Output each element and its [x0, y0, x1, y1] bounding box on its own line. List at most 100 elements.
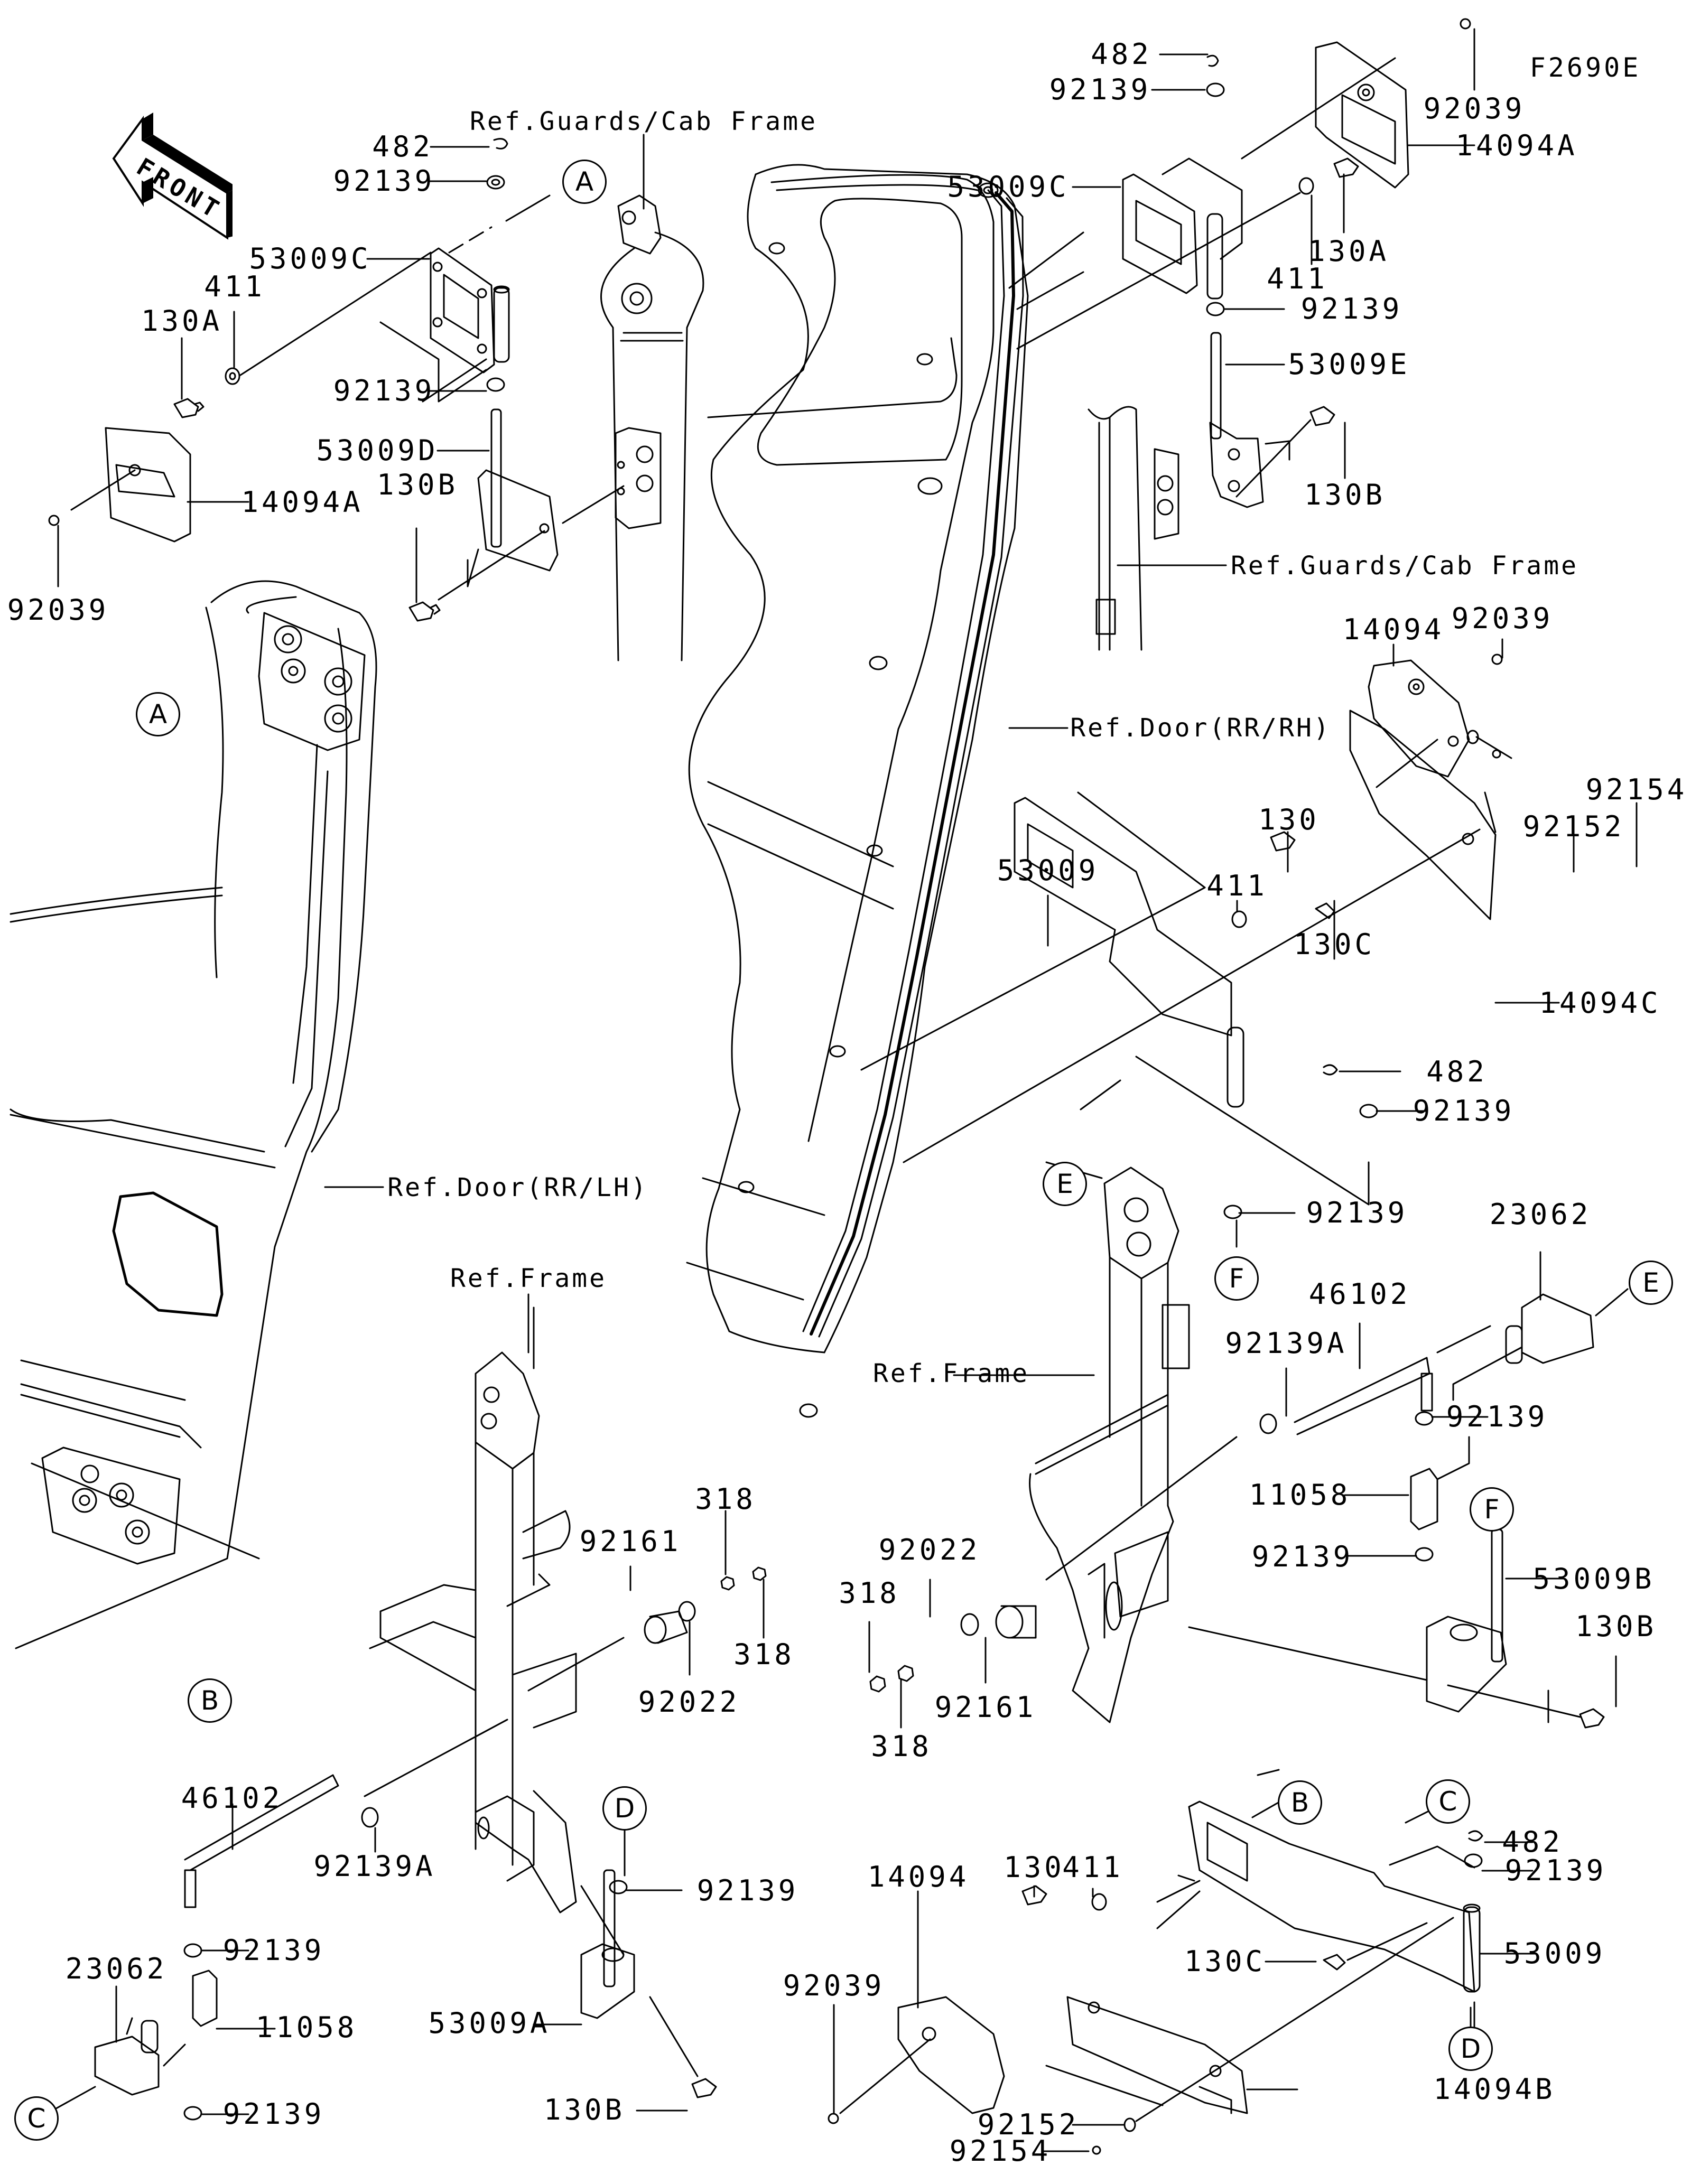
upper-right-hinge-parts [1009, 19, 1470, 507]
part-14094[interactable]: 14094 [1342, 613, 1445, 646]
part-130b[interactable]: 130B [543, 2093, 626, 2126]
part-92161[interactable]: 92161 [934, 1691, 1037, 1724]
connector-b-right: B [1278, 1780, 1322, 1825]
part-92039[interactable]: 92039 [783, 1969, 885, 2002]
part-92154[interactable]: 92154 [949, 2134, 1052, 2168]
figure-code: F2690E [1529, 52, 1641, 83]
part-92022[interactable]: 92022 [638, 1685, 740, 1719]
part-14094[interactable]: 14094 [867, 1860, 970, 1893]
part-130a[interactable]: 130A [141, 304, 223, 338]
part-92139[interactable]: 92139 [1504, 1854, 1607, 1887]
ref-frame-right[interactable]: Ref.Frame [872, 1359, 1030, 1388]
part-14094c[interactable]: 14094C [1539, 986, 1661, 1020]
part-46102[interactable]: 46102 [1308, 1277, 1411, 1311]
front-direction-arrow-icon: FRONT [85, 113, 233, 240]
part-11058[interactable]: 11058 [255, 2011, 358, 2044]
part-53009d[interactable]: 53009D [316, 434, 439, 467]
part-130[interactable]: 130 [1258, 803, 1320, 836]
part-130b[interactable]: 130B [1304, 478, 1386, 511]
connector-d-left: D [602, 1786, 647, 1831]
part-53009c[interactable]: 53009C [947, 170, 1070, 203]
part-92139[interactable]: 92139 [1306, 1196, 1408, 1229]
part-46102[interactable]: 46102 [181, 1781, 283, 1815]
cab-frame-tube-right [1089, 407, 1178, 650]
connector-e-right: E [1629, 1261, 1673, 1305]
part-92139[interactable]: 92139 [1300, 292, 1403, 325]
part-92139[interactable]: 92139 [696, 1874, 799, 1907]
part-130[interactable]: 130 [1004, 1851, 1065, 1884]
ref-frame-left[interactable]: Ref.Frame [450, 1264, 607, 1293]
part-130c[interactable]: 130C [1293, 928, 1376, 961]
door-rr-lh-outline [11, 581, 376, 1648]
part-53009b[interactable]: 53009B [1532, 1562, 1655, 1595]
part-482[interactable]: 482 [372, 130, 433, 163]
callout-leaders [48, 29, 1637, 2151]
part-23062[interactable]: 23062 [1489, 1198, 1592, 1231]
part-130b[interactable]: 130B [1575, 1610, 1657, 1643]
connector-b-left: B [188, 1678, 232, 1723]
part-411[interactable]: 411 [1062, 1851, 1123, 1884]
part-92039[interactable]: 92039 [7, 593, 109, 627]
part-92139[interactable]: 92139 [1413, 1094, 1515, 1127]
part-53009c[interactable]: 53009C [249, 242, 371, 275]
part-318[interactable]: 318 [871, 1730, 932, 1763]
ref-door-rr-lh[interactable]: Ref.Door(RR/LH) [387, 1173, 648, 1202]
mid-right-hinge-parts [861, 655, 1511, 1218]
connector-d-right: D [1448, 2027, 1493, 2071]
part-92022[interactable]: 92022 [878, 1533, 981, 1566]
part-92139[interactable]: 92139 [333, 374, 435, 407]
ref-guards-cab-frame-left[interactable]: Ref.Guards/Cab Frame [470, 107, 817, 136]
part-482[interactable]: 482 [1091, 38, 1152, 71]
upper-left-hinge-parts [49, 139, 624, 621]
cab-frame-tube-left [601, 195, 703, 660]
part-318[interactable]: 318 [839, 1576, 900, 1610]
part-482[interactable]: 482 [1426, 1055, 1488, 1088]
part-92139[interactable]: 92139 [222, 2097, 325, 2131]
part-53009a[interactable]: 53009A [428, 2006, 551, 2040]
part-92152[interactable]: 92152 [1522, 810, 1625, 843]
left-frame-member [32, 1352, 766, 2120]
connector-c-right: C [1426, 1779, 1470, 1824]
part-130a[interactable]: 130A [1307, 235, 1390, 268]
connector-f-right: F [1470, 1487, 1514, 1532]
part-53009[interactable]: 53009 [1503, 1937, 1606, 1970]
part-92139[interactable]: 92139 [1049, 73, 1151, 106]
part-53009e[interactable]: 53009E [1288, 348, 1410, 381]
part-318[interactable]: 318 [695, 1482, 756, 1516]
part-482[interactable]: 482 [1502, 1825, 1563, 1859]
part-92152[interactable]: 92152 [977, 2108, 1080, 2141]
door-rr-rh-outline [687, 165, 1028, 1417]
part-130c[interactable]: 130C [1184, 1945, 1266, 1978]
connector-a-top: A [562, 160, 607, 204]
part-92161[interactable]: 92161 [579, 1525, 682, 1558]
part-92039[interactable]: 92039 [1451, 602, 1554, 635]
connector-e-upper: E [1043, 1162, 1087, 1206]
part-411[interactable]: 411 [204, 270, 265, 303]
part-411[interactable]: 411 [1206, 869, 1268, 902]
part-14094b[interactable]: 14094B [1433, 2073, 1556, 2106]
connector-f-upper: F [1214, 1256, 1259, 1301]
part-92139[interactable]: 92139 [1251, 1540, 1354, 1573]
connector-a-bottom: A [136, 692, 180, 736]
part-318[interactable]: 318 [733, 1638, 795, 1671]
part-23062[interactable]: 23062 [65, 1952, 168, 1985]
part-130b[interactable]: 130B [376, 468, 459, 501]
right-frame-member [870, 1168, 1604, 1728]
part-53009[interactable]: 53009 [997, 854, 1099, 887]
ref-guards-cab-frame-right[interactable]: Ref.Guards/Cab Frame [1231, 551, 1578, 581]
part-92039[interactable]: 92039 [1423, 92, 1526, 125]
part-92139a[interactable]: 92139A [1225, 1327, 1348, 1360]
part-92154[interactable]: 92154 [1585, 773, 1688, 806]
part-92139[interactable]: 92139 [333, 164, 435, 198]
part-14094a[interactable]: 14094A [241, 486, 364, 519]
part-92139[interactable]: 92139 [222, 1934, 325, 1967]
part-11058[interactable]: 11058 [1249, 1478, 1351, 1511]
part-411[interactable]: 411 [1267, 262, 1328, 295]
ref-door-rr-rh[interactable]: Ref.Door(RR/RH) [1070, 713, 1331, 743]
part-92139a[interactable]: 92139A [313, 1850, 436, 1883]
lower-right-hinge-parts [829, 1770, 1482, 2154]
part-92139[interactable]: 92139 [1446, 1400, 1548, 1433]
connector-c-left: C [14, 2096, 59, 2141]
part-14094a[interactable]: 14094A [1455, 129, 1578, 162]
